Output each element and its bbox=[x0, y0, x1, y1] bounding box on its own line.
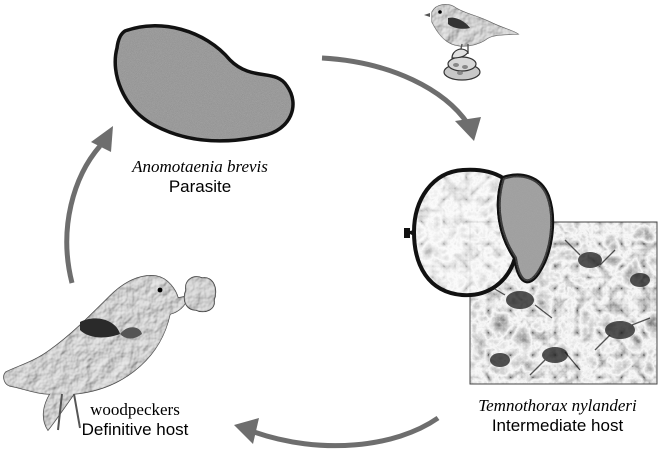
arrow-head-parasite bbox=[91, 126, 113, 152]
arrow-head-definitive bbox=[234, 418, 259, 444]
bird-dropping-icon bbox=[443, 48, 481, 81]
definitive-host-role: Definitive host bbox=[81, 419, 189, 439]
cycle-arrows bbox=[64, 55, 481, 449]
parasite-role: Parasite bbox=[168, 176, 232, 196]
definitive-host-common-name: woodpeckers bbox=[90, 400, 180, 419]
tapeworm-blob-icon bbox=[113, 24, 295, 143]
arrow-parasite-to-intermediate bbox=[321, 55, 471, 126]
arrow-intermediate-to-definitive bbox=[253, 415, 440, 449]
intermediate-host-scientific-name: Temnothorax nylanderi bbox=[478, 396, 637, 415]
small-bird-icon bbox=[424, 4, 520, 55]
parasite-label: Anomotaenia brevis Parasite bbox=[100, 157, 300, 196]
woodpecker-icon bbox=[3, 275, 217, 432]
intermediate-host-label: Temnothorax nylanderi Intermediate host bbox=[455, 396, 660, 435]
parasite-scientific-name: Anomotaenia brevis bbox=[132, 157, 268, 176]
ant-gaster-icon bbox=[404, 167, 555, 298]
definitive-host-label: woodpeckers Definitive host bbox=[50, 400, 220, 439]
arrow-head-intermediate bbox=[455, 117, 481, 141]
arrow-definitive-to-parasite bbox=[64, 144, 102, 284]
intermediate-host-role: Intermediate host bbox=[491, 415, 624, 435]
